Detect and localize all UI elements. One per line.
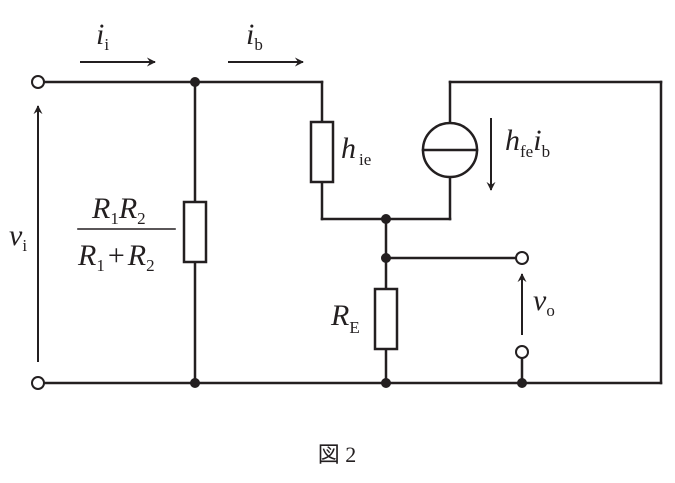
input-current-label: ii <box>96 18 109 54</box>
junction-dot <box>381 253 391 263</box>
hie-resistor <box>309 120 335 184</box>
base-current-label: ib <box>246 18 263 54</box>
input-terminal-top <box>31 75 45 89</box>
output-terminal-top <box>515 251 529 265</box>
current-source <box>421 121 479 179</box>
junction-dot <box>517 378 527 388</box>
output-terminal-bottom <box>515 345 529 359</box>
junction-dot <box>381 378 391 388</box>
figure-caption: 図 2 <box>318 442 357 467</box>
input-voltage-label: vi <box>9 219 27 255</box>
junctions <box>190 77 527 388</box>
wires <box>42 80 663 385</box>
bias-resistor <box>182 200 208 264</box>
bias-resistance-label: R1R2 R1+R2 <box>77 192 176 275</box>
re-resistor <box>373 287 399 351</box>
input-terminal-bottom <box>31 376 45 390</box>
bias-fraction-numerator: R1R2 <box>91 192 146 228</box>
bias-fraction-denominator: R1+R2 <box>77 239 155 275</box>
junction-dot <box>381 214 391 224</box>
output-voltage-label: vo <box>533 284 555 320</box>
junction-dot <box>190 77 200 87</box>
re-label: RE <box>330 299 360 337</box>
current-source-label: hfeib <box>505 124 550 161</box>
junction-dot <box>190 378 200 388</box>
